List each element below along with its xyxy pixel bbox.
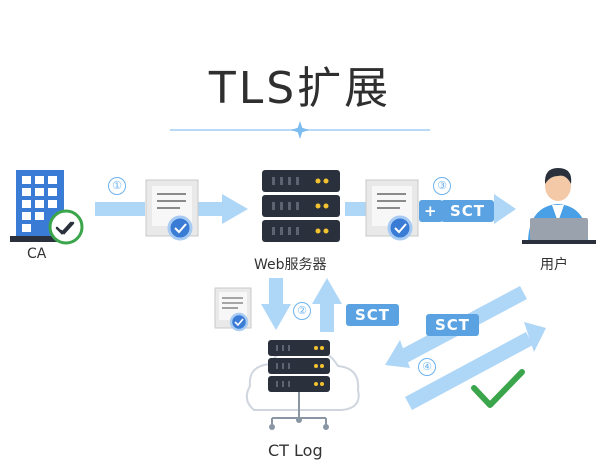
step-2-marker: ② [293,302,311,320]
certificate-icon [365,179,419,241]
sct-badge-return: SCT [426,314,480,336]
check-mark-icon [471,369,525,408]
ca-label: CA [27,246,47,262]
arrow-ca-to-server [95,194,248,224]
page-title: TLS扩展 [208,63,392,114]
user-label: 用户 [540,257,568,273]
ct-log-cloud-icon [245,340,360,430]
step-3-marker: ③ [433,177,451,195]
step-4-marker: ④ [418,358,436,376]
plus-badge: + [419,200,443,222]
certificate-icon [214,287,252,332]
ct-log-label: CT Log [268,441,323,460]
arrow-server-to-user [345,194,516,224]
verified-badge-icon [48,209,84,245]
arrow-ctlog-to-server [312,278,342,332]
step-1-marker: ① [108,177,126,195]
web-server-label: Web服务器 [254,257,327,273]
sct-badge-server: SCT [346,304,400,326]
arrow-server-to-user-diagonal [405,322,546,410]
certificate-icon [145,179,199,241]
web-server-icon [262,170,340,242]
arrow-server-to-ctlog [261,278,291,330]
user-icon [522,168,596,244]
title-divider [170,121,430,139]
sct-badge-user: SCT [441,200,495,222]
